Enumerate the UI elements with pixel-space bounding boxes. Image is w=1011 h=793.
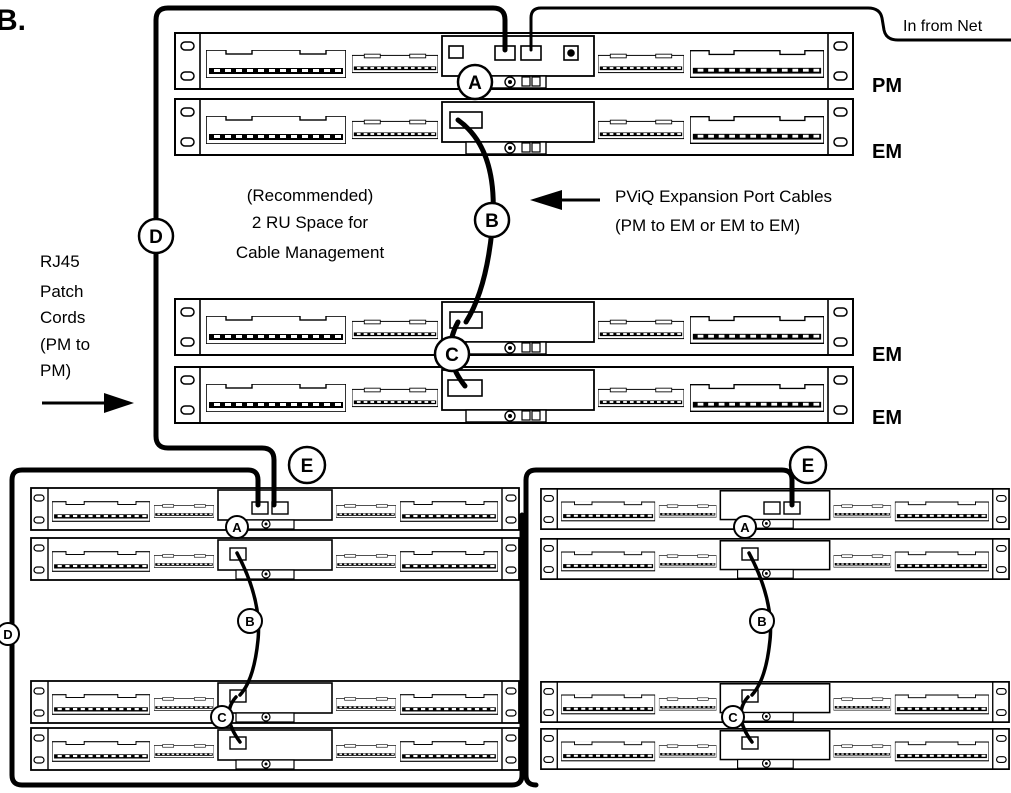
svg-text:E: E — [802, 456, 815, 477]
svg-text:C: C — [728, 710, 738, 725]
callout-b-right: B — [749, 608, 775, 634]
net-label-bg — [898, 12, 1011, 38]
svg-text:B: B — [757, 614, 766, 629]
panel-pm-top — [175, 33, 853, 89]
expansion-port-caption: PViQ Expansion Port Cables (PM to EM or … — [615, 187, 832, 235]
svg-text:Cable Management: Cable Management — [236, 243, 385, 262]
svg-text:D: D — [149, 227, 163, 248]
bottom-right-rack — [541, 489, 1009, 769]
svg-text:Patch: Patch — [40, 282, 83, 301]
callout-c-left: C — [210, 705, 234, 729]
callout-c-top: C — [433, 335, 471, 373]
callout-c-right: C — [721, 705, 745, 729]
svg-text:(Recommended): (Recommended) — [247, 186, 374, 205]
svg-text:PM): PM) — [40, 361, 71, 380]
cable-space-caption: (Recommended) 2 RU Space for Cable Manag… — [236, 186, 385, 262]
figure-label: B. — [0, 4, 26, 37]
panel-em-2 — [175, 299, 853, 355]
bottom-left-rack — [31, 488, 519, 770]
svg-text:PViQ Expansion Port Cables: PViQ Expansion Port Cables — [615, 187, 832, 206]
svg-text:C: C — [445, 345, 459, 366]
callout-b-top: B — [473, 201, 511, 239]
panel-em-1 — [175, 99, 853, 155]
callout-a-right: A — [733, 515, 757, 539]
callout-e-left: E — [287, 445, 327, 485]
svg-text:RJ45: RJ45 — [40, 252, 80, 271]
svg-text:D: D — [3, 627, 12, 642]
tag-em-1: EM — [872, 141, 902, 163]
svg-text:E: E — [301, 456, 314, 477]
svg-text:A: A — [232, 520, 242, 535]
svg-text:(PM to EM or EM to EM): (PM to EM or EM to EM) — [615, 216, 800, 235]
callout-a-top: A — [456, 63, 494, 101]
svg-text:A: A — [740, 520, 750, 535]
svg-text:(PM to: (PM to — [40, 335, 90, 354]
callout-d-top: D — [137, 217, 175, 255]
arrow-expansion — [530, 190, 600, 210]
callout-e-right: E — [788, 445, 828, 485]
tag-em-3: EM — [872, 407, 902, 429]
callout-b-left: B — [237, 608, 263, 634]
callout-a-left: A — [225, 515, 249, 539]
svg-text:Cords: Cords — [40, 308, 85, 327]
patch-cord-caption: RJ45 Patch Cords (PM to PM) — [40, 252, 90, 380]
svg-text:2 RU Space for: 2 RU Space for — [252, 213, 369, 232]
tag-em-2: EM — [872, 344, 902, 366]
panel-em-3 — [175, 367, 853, 423]
svg-text:A: A — [468, 73, 482, 94]
svg-text:C: C — [217, 710, 227, 725]
arrow-patch-cords — [42, 393, 134, 413]
callouts: A B C D E E A B C D A B C — [0, 63, 828, 729]
tag-pm: PM — [872, 75, 902, 97]
in-from-network-label: In from Net — [903, 18, 983, 35]
callout-d-left: D — [0, 622, 20, 646]
svg-text:B: B — [485, 211, 499, 232]
svg-text:B: B — [245, 614, 254, 629]
